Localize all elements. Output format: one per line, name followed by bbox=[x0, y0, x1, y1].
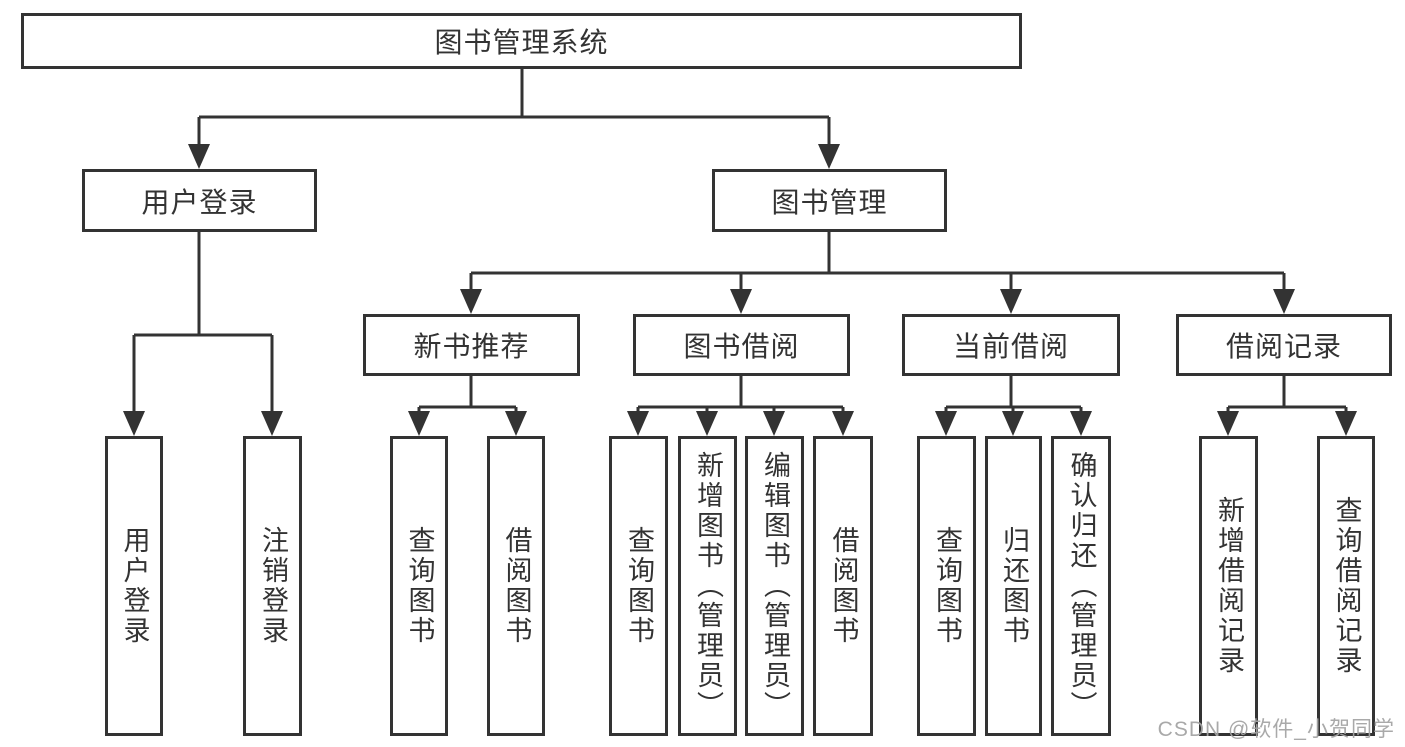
leaf-query-books-borrow: 查询图书 bbox=[609, 436, 668, 736]
node-label: 借阅图书 bbox=[501, 526, 532, 646]
leaf-confirm-return-admin: 确认归还（管理员） bbox=[1051, 436, 1111, 736]
node-label: 用户登录 bbox=[141, 186, 258, 218]
node-label: 查询图书 bbox=[404, 526, 435, 646]
node-label: 图书管理系统 bbox=[434, 27, 609, 58]
arrow-icon bbox=[408, 411, 430, 436]
arrow-icon bbox=[1002, 411, 1024, 436]
arrow-icon bbox=[1335, 411, 1357, 436]
arrow-icon bbox=[818, 144, 840, 169]
node-label: 查询图书 bbox=[624, 526, 655, 646]
arrow-icon bbox=[460, 289, 482, 314]
arrow-icon bbox=[1217, 411, 1239, 436]
node-root: 图书管理系统 bbox=[21, 13, 1022, 69]
node-label: 确认归还（管理员） bbox=[1066, 451, 1097, 721]
node-current-borrowing: 当前借阅 bbox=[902, 314, 1120, 376]
connector-root-to-level2 bbox=[197, 69, 831, 147]
arrow-icon bbox=[123, 411, 145, 436]
leaf-user-login: 用户登录 bbox=[105, 436, 163, 736]
connector-book-mgmt-to-level3 bbox=[469, 232, 1286, 292]
node-label: 编辑图书（管理员） bbox=[760, 451, 791, 721]
arrow-icon bbox=[832, 411, 854, 436]
node-user-login: 用户登录 bbox=[82, 169, 317, 232]
node-borrowing-records: 借阅记录 bbox=[1176, 314, 1392, 376]
node-label: 图书管理 bbox=[771, 186, 888, 218]
node-new-book-recommend: 新书推荐 bbox=[363, 314, 580, 376]
node-label: 用户登录 bbox=[119, 526, 150, 646]
node-label: 借阅记录 bbox=[1225, 331, 1342, 362]
node-label: 查询借阅记录 bbox=[1331, 496, 1362, 676]
leaf-edit-book-admin: 编辑图书（管理员） bbox=[745, 436, 804, 736]
node-label: 当前借阅 bbox=[952, 331, 1069, 362]
leaf-add-borrow-record: 新增借阅记录 bbox=[1199, 436, 1258, 736]
node-label: 新增借阅记录 bbox=[1214, 496, 1245, 676]
node-label: 查询图书 bbox=[932, 526, 963, 646]
leaf-borrow-books: 借阅图书 bbox=[813, 436, 873, 736]
connector-borrow-record-to-leaves bbox=[1226, 373, 1348, 414]
connector-new-book-to-leaves bbox=[417, 373, 518, 414]
arrow-icon bbox=[763, 411, 785, 436]
watermark: CSDN @软件_小贺同学 bbox=[1157, 718, 1395, 741]
arrow-icon bbox=[627, 411, 649, 436]
arrow-icon bbox=[1273, 289, 1295, 314]
leaf-borrow-books-recommend: 借阅图书 bbox=[487, 436, 545, 736]
arrow-icon bbox=[935, 411, 957, 436]
node-label: 图书借阅 bbox=[683, 331, 800, 362]
node-label: 注销登录 bbox=[258, 526, 289, 646]
leaf-query-books-recommend: 查询图书 bbox=[390, 436, 448, 736]
node-book-borrowing: 图书借阅 bbox=[633, 314, 850, 376]
arrow-icon bbox=[696, 411, 718, 436]
node-label: 借阅图书 bbox=[828, 526, 859, 646]
connector-current-borrow-to-leaves bbox=[944, 373, 1083, 414]
leaf-query-borrow-record: 查询借阅记录 bbox=[1317, 436, 1375, 736]
arrow-icon bbox=[730, 289, 752, 314]
leaf-return-book: 归还图书 bbox=[985, 436, 1042, 736]
node-label: 归还图书 bbox=[999, 526, 1030, 646]
arrow-icon bbox=[1070, 411, 1092, 436]
connector-book-borrow-to-leaves bbox=[636, 373, 845, 414]
leaf-add-book-admin: 新增图书（管理员） bbox=[678, 436, 737, 736]
arrow-icon bbox=[188, 144, 210, 169]
node-label: 新书推荐 bbox=[413, 331, 530, 362]
arrow-icon bbox=[261, 411, 283, 436]
node-label: 新增图书（管理员） bbox=[693, 451, 724, 721]
arrow-icon bbox=[1000, 289, 1022, 314]
leaf-logout: 注销登录 bbox=[243, 436, 302, 736]
connector-user-login-to-leaves bbox=[132, 232, 274, 414]
arrow-icon bbox=[505, 411, 527, 436]
node-book-management: 图书管理 bbox=[712, 169, 947, 232]
leaf-query-books-current: 查询图书 bbox=[917, 436, 976, 736]
